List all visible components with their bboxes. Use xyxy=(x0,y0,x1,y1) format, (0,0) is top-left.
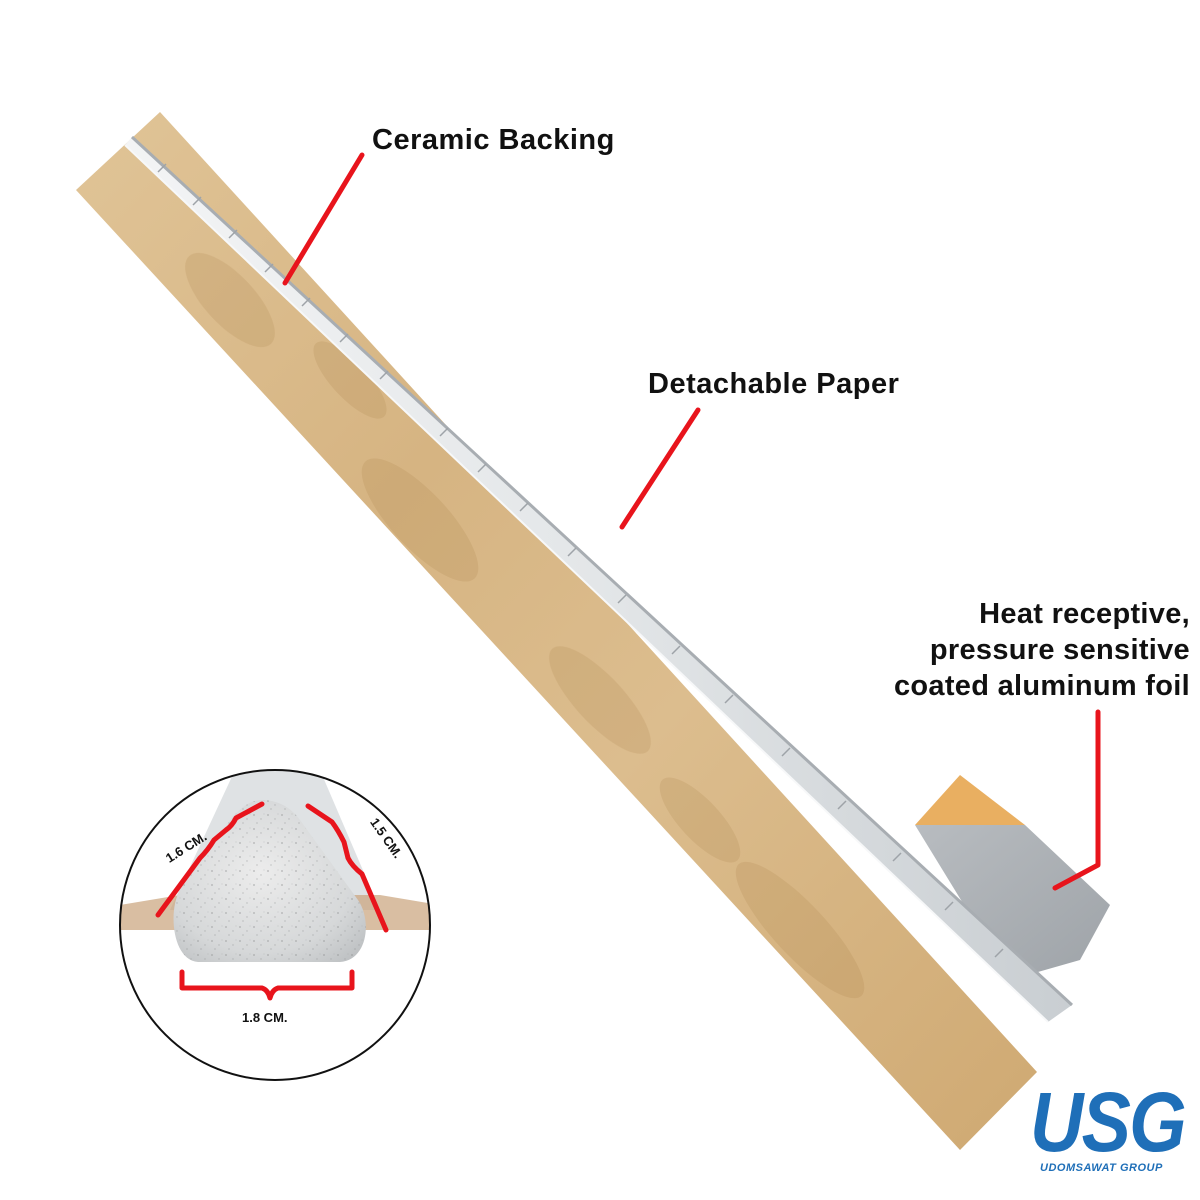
detachable-paper-label: Detachable Paper xyxy=(648,368,900,400)
base-dimension-label: 1.8 CM. xyxy=(242,1010,288,1025)
foil-label-line-3: coated aluminum foil xyxy=(893,670,1190,702)
right-dimension-brace xyxy=(305,803,389,933)
aluminum-foil xyxy=(915,825,1110,980)
cross-section-inset: 1.6 CM. 1.5 CM. 1.8 CM. xyxy=(119,769,431,1081)
ceramic-backing-bar xyxy=(125,137,1072,1022)
foil-label-line-1: Heat receptive, xyxy=(979,598,1190,630)
usg-logo: USG UDOMSAWAT GROUP xyxy=(1030,1080,1187,1180)
logo-mark: USG xyxy=(1030,1075,1187,1169)
ceramic-callout-line xyxy=(282,152,365,286)
peeled-paper-corner xyxy=(915,775,1025,825)
paper-texture xyxy=(185,252,865,999)
foil-label-line-2: pressure sensitive xyxy=(929,634,1190,666)
detachable-paper-strip xyxy=(76,112,1037,1150)
left-dimension-brace xyxy=(155,801,265,918)
ceramic-bar-edge xyxy=(124,144,1049,1023)
paper-callout-line xyxy=(619,407,701,530)
base-dimension-brace xyxy=(179,969,355,1001)
foil-label: Heat receptive, pressure sensitive coate… xyxy=(860,596,1190,704)
ceramic-segment-joints xyxy=(157,163,1004,958)
ceramic-backing-label: Ceramic Backing xyxy=(372,124,615,156)
foil-callout-line xyxy=(1052,709,1101,891)
logo-subtitle: UDOMSAWAT GROUP xyxy=(1040,1162,1163,1174)
